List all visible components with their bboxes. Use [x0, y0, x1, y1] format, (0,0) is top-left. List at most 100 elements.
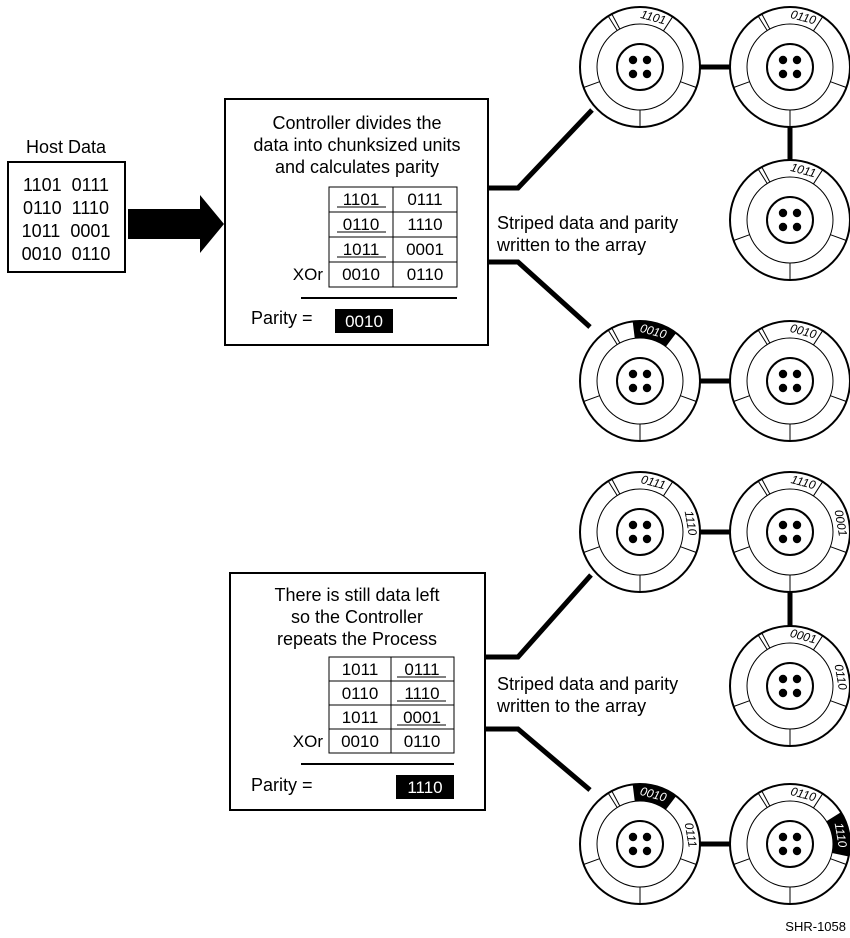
table-cell: 0001 [406, 240, 444, 259]
striped-caption-line: Striped data and parity [497, 213, 678, 233]
hub-hole [792, 208, 802, 218]
segment-label: 0001 [789, 626, 818, 646]
table-cell: 0001 [403, 708, 441, 727]
hub-hole [778, 69, 788, 79]
sector-divider [733, 395, 750, 402]
panel-caption-line: repeats the Process [277, 629, 437, 649]
sector-divider [663, 481, 674, 497]
sector-divider [761, 327, 771, 344]
xor-label: XOr [293, 265, 324, 284]
hub-hole [628, 846, 638, 856]
sector-divider [830, 546, 847, 553]
panel-frame [224, 98, 489, 346]
hub-hole [642, 369, 652, 379]
hub-ring [616, 508, 664, 556]
table-cell: 0110 [407, 265, 444, 284]
hub-hole [642, 69, 652, 79]
array-links [700, 64, 793, 847]
table-cell: 0010 [341, 732, 379, 751]
connector [488, 108, 594, 191]
hub-hole [642, 534, 652, 544]
table-cell: 0111 [407, 190, 442, 209]
disk-5: 0110 1110 [729, 783, 850, 905]
sector-divider [761, 166, 771, 183]
panel-frame [229, 572, 486, 811]
sector-divider [680, 81, 697, 88]
segment-label: 1011 [789, 160, 818, 180]
hub-hole [792, 369, 802, 379]
hub-hole [792, 832, 802, 842]
sector-divider [813, 169, 824, 185]
hub-hole [628, 383, 638, 393]
sector-divider [611, 790, 621, 807]
panel-caption-line: There is still data left [274, 585, 439, 605]
table-cell: 0111 [404, 660, 439, 679]
segment-label: 0110 [789, 784, 818, 804]
disk-5: 0010 [729, 320, 850, 442]
table-cell: 0010 [342, 265, 380, 284]
segment-label: 1101 [639, 7, 668, 27]
hub-hole [778, 846, 788, 856]
sector-divider [611, 478, 621, 495]
sector-divider [757, 792, 768, 808]
hub-hole [628, 520, 638, 530]
hub-ring [766, 508, 814, 556]
sector-divider [611, 13, 621, 30]
striped-caption-line: written to the array [496, 696, 646, 716]
hub-hole [778, 383, 788, 393]
hub-hole [628, 369, 638, 379]
sector-divider [607, 792, 618, 808]
sector-divider [663, 793, 674, 809]
table-cell: 0110 [342, 684, 379, 703]
sector-divider [607, 15, 618, 31]
panel-caption-line: data into chunksized units [253, 135, 460, 155]
hub-hole [792, 534, 802, 544]
table-cell: 1110 [404, 684, 439, 703]
hub-hole [778, 369, 788, 379]
sector-divider [830, 700, 847, 707]
hub-hole [792, 55, 802, 65]
segment-label: 0001 [832, 509, 850, 538]
hub-hole [628, 534, 638, 544]
hub-hole [628, 832, 638, 842]
hub-hole [778, 520, 788, 530]
hub-hole [778, 688, 788, 698]
hub-ring [766, 43, 814, 91]
segment-label: 1110 [832, 822, 850, 849]
controller-panel-bottom: There is still data left so the Controll… [229, 572, 486, 811]
hub-hole [778, 55, 788, 65]
sector-divider [583, 81, 600, 88]
controller-panel-top: Controller divides the data into chunksi… [224, 98, 489, 346]
hub-hole [778, 534, 788, 544]
segment-label: 0111 [682, 822, 700, 849]
parity-badge [396, 775, 454, 799]
hub-ring [766, 662, 814, 710]
table-cell: 1011 [343, 240, 380, 259]
disk-4: 0010 [579, 320, 701, 442]
table-cell: 1011 [342, 708, 379, 727]
sector-divider [663, 16, 674, 32]
sector-divider [830, 234, 847, 241]
parity-value: 0010 [345, 312, 383, 331]
parity-label: Parity = [251, 308, 313, 328]
host-data-line: 1011 0001 [22, 221, 111, 241]
sector-divider [680, 395, 697, 402]
hub-hole [778, 208, 788, 218]
sector-divider [611, 327, 621, 344]
parity-badge [335, 309, 393, 333]
sector-divider [757, 329, 768, 345]
table-cell: 0110 [404, 732, 441, 751]
hub-hole [642, 846, 652, 856]
sector-divider [813, 16, 824, 32]
sector-divider [733, 546, 750, 553]
sector-divider [761, 478, 771, 495]
sector-divider [761, 13, 771, 30]
sector-divider [733, 858, 750, 865]
sector-divider [680, 546, 697, 553]
panel-caption-line: so the Controller [291, 607, 423, 627]
